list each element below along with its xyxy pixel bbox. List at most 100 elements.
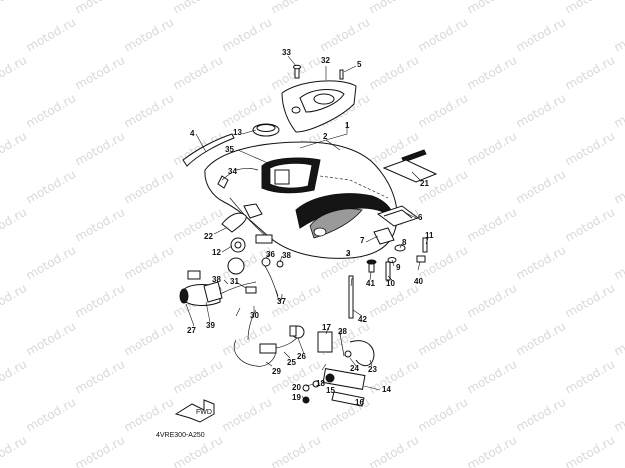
callout-14: 14 [382, 385, 391, 394]
part-clamp-36 [261, 257, 271, 267]
parts-layer: FWD [174, 64, 438, 423]
watermark-text: motod.ru [563, 129, 618, 169]
watermark-text: motod.ru [0, 0, 29, 17]
part-screw-33-head [293, 64, 301, 70]
callout-17: 17 [322, 323, 331, 332]
watermark-text: motod.ru [612, 15, 625, 55]
watermark-text: motod.ru [563, 281, 618, 321]
watermark-text: motod.ru [269, 433, 324, 468]
part-valve-14 [322, 368, 366, 390]
callout-34: 34 [228, 167, 237, 176]
part-screw-19 [302, 396, 310, 404]
part-fuel-cap-rim [256, 124, 276, 132]
part-screw-33 [294, 67, 300, 79]
watermark-text: motod.ru [465, 281, 520, 321]
callout-32: 32 [321, 56, 330, 65]
part-bracket-6-b [383, 209, 413, 219]
part-hose-23 [349, 340, 375, 367]
watermark-text: motod.ru [122, 319, 177, 359]
watermark-text: motod.ru [0, 53, 29, 93]
callout-38b: 38 [212, 275, 221, 284]
watermark-text: motod.ru [122, 167, 177, 207]
part-bracket-6 [376, 205, 420, 227]
part-top-cover-recess [299, 89, 345, 113]
watermark-text: motod.ru [318, 15, 373, 55]
watermark-text: motod.ru [514, 91, 569, 131]
part-disc [227, 257, 245, 275]
part-bolt-41-head [366, 259, 377, 265]
watermark-text: motod.ru [612, 243, 625, 283]
callout-26: 26 [297, 352, 306, 361]
callout-21: 21 [420, 179, 429, 188]
part-sensor-end [179, 288, 189, 304]
callout-24: 24 [350, 364, 359, 373]
watermark-text: motod.ru [367, 53, 422, 93]
part-sensor-wire [219, 281, 257, 295]
callout-12: 12 [212, 248, 221, 257]
watermark-text: motod.ru [514, 319, 569, 359]
watermark-text: motod.ru [24, 167, 79, 207]
callout-15: 15 [326, 386, 335, 395]
part-screw-5 [339, 69, 344, 80]
watermark-text: motod.ru [416, 395, 471, 435]
part-filter [259, 343, 277, 354]
diagram-code: 4VRE300-A250 [156, 432, 205, 439]
part-line-28 [339, 333, 345, 357]
watermark-text: motod.ru [612, 395, 625, 435]
watermark-text: motod.ru [563, 357, 618, 397]
part-valve-bracket [331, 391, 365, 407]
watermark-text: motod.ru [465, 205, 520, 245]
watermark-text: motod.ru [0, 433, 29, 468]
callout-31: 31 [230, 277, 239, 286]
callout-16: 16 [355, 398, 364, 407]
callout-8: 8 [402, 238, 407, 247]
part-nut-40 [416, 255, 426, 263]
watermark-text: motod.ru [73, 433, 128, 468]
callout-36: 36 [266, 250, 275, 259]
watermark-text: motod.ru [73, 357, 128, 397]
callout-30: 30 [250, 311, 259, 320]
watermark-text: motod.ru [269, 0, 324, 17]
callout-9: 9 [396, 263, 401, 272]
part-clamp-38 [276, 260, 284, 268]
callout-29: 29 [272, 367, 281, 376]
part-bolt-34 [217, 175, 229, 189]
watermark-text: motod.ru [73, 281, 128, 321]
watermark-text: motod.ru [0, 281, 29, 321]
watermark-text: motod.ru [563, 53, 618, 93]
part-fuel-tank [204, 141, 398, 259]
callout-13: 13 [233, 128, 242, 137]
watermark-text: motod.ru [514, 395, 569, 435]
callout-7: 7 [360, 236, 365, 245]
part-valve-knob [325, 373, 335, 383]
watermark-text: motod.ru [220, 395, 275, 435]
part-grommet-12 [230, 237, 246, 253]
part-rod-42 [348, 275, 354, 319]
watermark-text: motod.ru [367, 357, 422, 397]
callout-27: 27 [187, 326, 196, 335]
part-hose-37 [261, 261, 283, 302]
callout-42: 42 [358, 315, 367, 324]
watermark-text: motod.ru [612, 319, 625, 359]
callout-6: 6 [418, 213, 423, 222]
watermark-text: motod.ru [563, 205, 618, 245]
watermark-text: motod.ru [73, 129, 128, 169]
watermark-text: motod.ru [220, 15, 275, 55]
watermark-text: motod.ru [24, 243, 79, 283]
callout-10: 10 [386, 279, 395, 288]
watermark-text: motod.ru [122, 243, 177, 283]
watermark-text: motod.ru [73, 205, 128, 245]
part-sensor-bracket [187, 270, 201, 280]
watermark-text: motod.ru [122, 91, 177, 131]
part-fuel-cap [252, 123, 280, 137]
leader-lines [185, 55, 429, 400]
part-sensor-plug [203, 281, 223, 303]
part-bolt-10 [385, 261, 391, 281]
callout-11: 11 [425, 231, 434, 240]
watermark-text: motod.ru [465, 0, 520, 17]
watermark-text: motod.ru [122, 15, 177, 55]
part-grommet-12-hole [234, 241, 242, 249]
callout-35: 35 [225, 145, 234, 154]
